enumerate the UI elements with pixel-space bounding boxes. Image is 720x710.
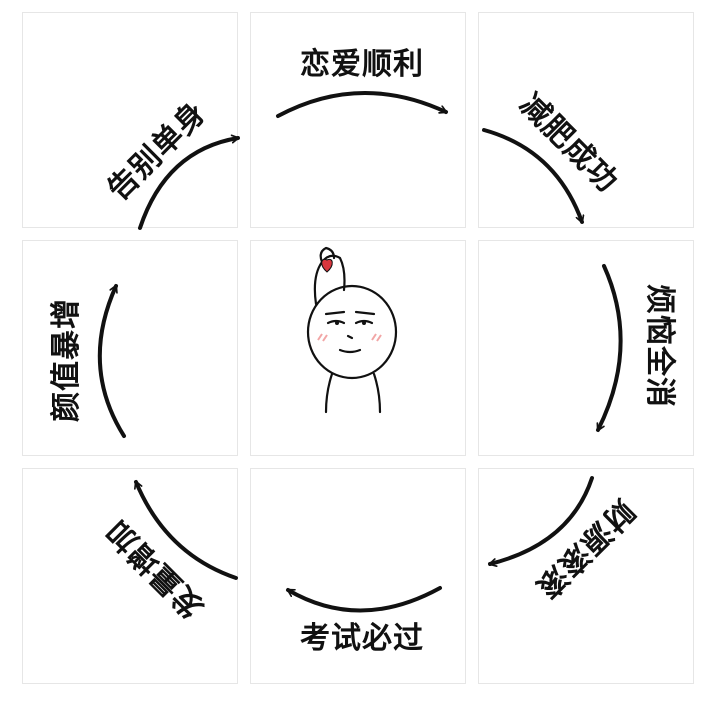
arrow-right <box>596 264 623 432</box>
tile-center <box>250 240 466 456</box>
finger-heart-meme-face <box>306 246 398 414</box>
arrow-bottom <box>286 586 442 613</box>
body-left-line <box>324 372 334 414</box>
label-top: 恋爱顺利 <box>300 47 424 82</box>
left-pupil <box>335 321 339 325</box>
mouth <box>338 348 362 354</box>
head <box>306 284 398 380</box>
raised-arm <box>313 254 346 306</box>
tile-bottom-left <box>22 468 238 684</box>
left-eye <box>326 319 346 325</box>
arrow-top-right <box>482 128 582 224</box>
label-top-right: 减肥成功 <box>513 87 625 199</box>
tile-bottom-center <box>250 468 466 684</box>
tile-top-center <box>250 12 466 228</box>
nose <box>346 334 354 340</box>
arrow-top-left <box>138 138 240 230</box>
arrow-bottom-right <box>488 476 594 564</box>
tile-top-right <box>478 12 694 228</box>
finger <box>319 246 336 264</box>
arrow-bottom-left <box>134 480 238 580</box>
right-eyebrow <box>354 310 376 316</box>
blush-right <box>371 333 382 342</box>
body-right-line <box>372 372 382 414</box>
tile-middle-left <box>22 240 238 456</box>
label-bottom-right: 财源滚滚 <box>529 493 641 605</box>
heart-icon <box>321 258 333 273</box>
tile-middle-right <box>478 240 694 456</box>
arrow-left <box>97 284 126 438</box>
arrow-top <box>276 91 448 118</box>
tile-bottom-right <box>478 468 694 684</box>
blush-left <box>317 333 328 342</box>
tile-top-left <box>22 12 238 228</box>
label-right: 烦恼全消 <box>642 284 677 408</box>
left-eyebrow <box>324 310 346 316</box>
right-pupil <box>362 321 366 325</box>
label-bottom: 考试必过 <box>300 621 424 656</box>
label-left: 颜值暴增 <box>49 298 84 422</box>
label-bottom-left: 发量增加 <box>99 513 212 626</box>
